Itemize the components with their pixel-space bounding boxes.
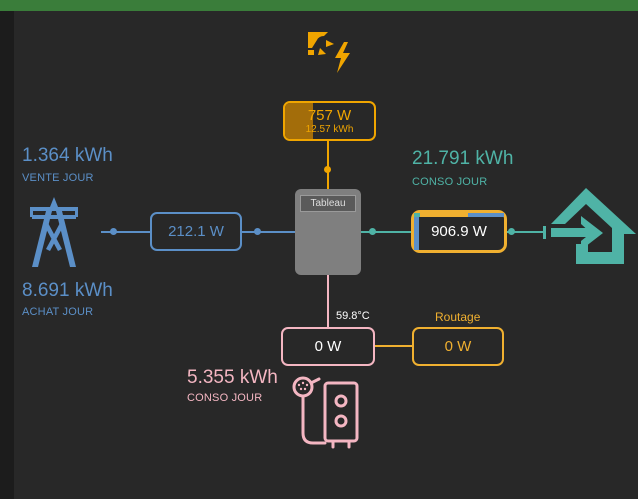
line-box-to-tableau [242,231,295,233]
home-import-icon [543,188,636,264]
solar-power-value: 757 W [307,106,352,124]
home-consumption-value: 21.791 kWh [412,148,514,169]
home-source-side [414,217,419,250]
boiler-consumption-value: 5.355 kWh [187,367,278,388]
boiler-power-box[interactable]: 0 W [281,327,375,366]
home-power-box[interactable]: 906.9 W [411,210,507,253]
grid-power-value: 212.1 W [168,223,224,240]
line-home-to-icon [507,231,545,233]
line-grid-to-box [101,231,150,233]
top-header-bar [0,0,638,11]
boiler-temperature: 59.8°C [336,310,370,322]
line-tableau-to-home [361,231,411,233]
line-boiler-to-routage [375,345,412,347]
home-consumption-label: CONSO JOUR [412,176,488,188]
home-power-value: 906.9 W [431,223,487,240]
grid-import-value: 8.691 kWh [22,280,113,301]
routage-title: Routage [435,310,481,324]
grid-import-label: ACHAT JOUR [22,306,94,318]
line-solar-to-tableau [327,141,329,189]
flow-dot-grid-left [110,228,117,235]
flow-dot-home-right [508,228,515,235]
routage-power-value: 0 W [444,338,472,355]
boiler-consumption-label: CONSO JOUR [187,392,263,404]
water-heater-icon [292,376,359,449]
home-source-bar [414,213,504,217]
sun-bolt-icon [308,32,350,73]
solar-fill-level [285,103,314,139]
flow-dot-solar [324,166,331,173]
solar-power-box[interactable]: 757 W 12.57 kWh [283,101,376,141]
solar-energy-value: 12.57 kWh [305,123,354,135]
line-tableau-to-boiler [327,275,329,327]
boiler-power-value: 0 W [314,338,342,355]
grid-export-value: 1.364 kWh [22,145,113,166]
grid-power-box[interactable]: 212.1 W [150,212,242,251]
flow-dot-home-left [369,228,376,235]
grid-export-label: VENTE JOUR [22,172,94,184]
tableau-label: Tableau [300,195,356,212]
routage-power-box[interactable]: 0 W [412,327,504,366]
tableau-device[interactable]: Tableau [295,189,361,275]
power-pylon-icon [30,197,78,267]
flow-dot-grid-right [254,228,261,235]
